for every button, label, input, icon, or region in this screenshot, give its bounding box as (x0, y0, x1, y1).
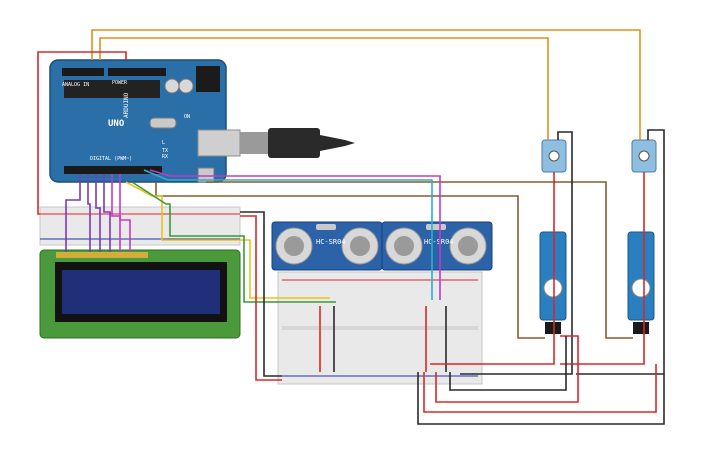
sensor-model-label: HC-SR04 (424, 238, 454, 246)
breadboard-main[interactable] (277, 271, 483, 385)
wire-black (449, 336, 567, 391)
wire-magenta (111, 174, 121, 252)
servo-motor-2[interactable] (627, 231, 655, 334)
l-led-label: L (162, 140, 165, 146)
lcd-screen (62, 270, 220, 314)
wire-orange (99, 37, 549, 140)
wire-black (460, 131, 573, 375)
wire-brown (155, 182, 545, 339)
arduino-brand-label: ARDUINO (123, 92, 130, 118)
wire-cyan (143, 169, 433, 300)
power-header-label: POWER (112, 80, 128, 86)
lcd-display[interactable] (39, 249, 241, 339)
wire-black (240, 211, 282, 377)
ultrasonic-sensor-left[interactable]: HC-SR04 (271, 221, 383, 271)
wire-purple (65, 174, 81, 252)
wire-red (240, 215, 282, 381)
power-header (108, 68, 166, 76)
wire-purple (103, 174, 111, 252)
neopixel-led-1[interactable] (541, 139, 567, 173)
capacitor-icon (178, 78, 194, 94)
wire-red (423, 364, 657, 413)
tx-led-label: TX (162, 148, 168, 154)
wire-green (131, 181, 336, 303)
wire-purple (95, 174, 101, 252)
analog-header-label: ANALOG IN (62, 82, 89, 88)
rx-led-label: RX (162, 154, 168, 160)
sensor-model-label: HC-SR04 (316, 238, 346, 246)
wire-red (430, 172, 555, 365)
wire-orange (91, 29, 641, 140)
breadboard-top[interactable] (39, 206, 241, 246)
wire-magenta (119, 174, 131, 252)
analog-header (62, 68, 104, 76)
wire-black (417, 372, 665, 425)
arduino-uno-board[interactable]: UNO ARDUINO DIGITAL (PWM~) POWER ANALOG … (49, 59, 241, 183)
ultrasonic-sensor-right[interactable]: HC-SR04 (381, 221, 493, 271)
wire-brown (206, 181, 633, 339)
neopixel-led-2[interactable] (631, 139, 657, 173)
microcontroller-chip (64, 80, 160, 98)
wire-black (576, 129, 665, 375)
wire-red (37, 51, 127, 215)
wires (37, 29, 665, 425)
wire-red (560, 172, 645, 365)
capacitor-icon (164, 78, 180, 94)
wire-red (435, 335, 579, 403)
power-jack (196, 66, 220, 92)
digital-header-label: DIGITAL (PWM~) (90, 156, 132, 162)
arduino-model-label: UNO (108, 119, 125, 129)
usb-port (197, 129, 241, 157)
wire-purple (87, 174, 91, 252)
crystal-icon (149, 117, 177, 129)
wire-magenta (149, 169, 441, 300)
on-led-label: ON (184, 114, 190, 120)
servo-motor-1[interactable] (539, 231, 567, 334)
lcd-pin-header (56, 252, 148, 258)
wire-yellow (125, 181, 330, 299)
digital-header (64, 166, 162, 174)
usb-cable[interactable] (240, 128, 355, 158)
